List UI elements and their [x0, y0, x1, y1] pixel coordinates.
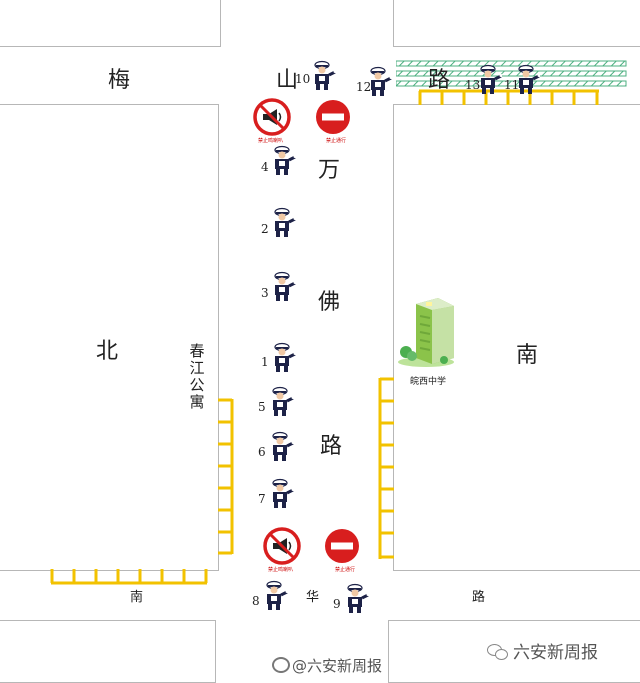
label-chunjiang-apartment: 春江公寓	[189, 342, 205, 411]
block-top-left	[0, 0, 221, 47]
label-north: 北	[96, 339, 119, 364]
no-entry-sign-bottom	[323, 527, 361, 565]
wechat-icon	[487, 644, 509, 660]
block-bottom-left	[0, 620, 216, 683]
label-meishan-mei: 梅	[108, 68, 131, 93]
traffic-officer-12-icon	[366, 66, 392, 96]
no-entry-caption-bottom: 禁止通行	[335, 567, 356, 573]
label-nanhua-hua: 华	[306, 590, 320, 605]
wechat-account: 六安新周报	[513, 643, 598, 663]
no-horn-caption-bottom: 禁止鸣喇叭	[268, 567, 294, 573]
weibo-handle: @六安新周报	[292, 657, 383, 675]
traffic-officer-3-icon	[270, 271, 296, 301]
label-nanhua-nan: 南	[130, 590, 144, 605]
label-wanfo-lu: 路	[320, 434, 343, 459]
parking-left-vertical	[218, 398, 234, 555]
traffic-officer-11-icon	[514, 64, 540, 94]
no-horn-sign-bottom	[263, 527, 301, 565]
weibo-icon	[272, 657, 290, 673]
traffic-officer-5-icon	[268, 386, 294, 416]
traffic-officer-8-icon	[262, 580, 288, 610]
label-meishan-lu: 路	[428, 68, 451, 93]
officer-number-7: 7	[258, 492, 266, 506]
traffic-officer-13-icon	[476, 64, 502, 94]
school-building-icon	[398, 298, 454, 367]
officer-number-4: 4	[261, 160, 269, 174]
label-nanhua-lu: 路	[472, 590, 486, 605]
no-horn-caption-top: 禁止鸣喇叭	[258, 138, 284, 144]
officer-number-2: 2	[261, 222, 269, 236]
traffic-officer-7-icon	[268, 478, 294, 508]
officer-number-8: 8	[252, 594, 260, 608]
green-barrier	[396, 60, 627, 87]
no-entry-caption-top: 禁止通行	[326, 138, 347, 144]
officer-number-6: 6	[258, 445, 266, 459]
label-wanfo-fo: 佛	[318, 290, 341, 315]
officer-number-3: 3	[261, 286, 269, 300]
label-south: 南	[516, 343, 539, 368]
block-top-right	[393, 0, 640, 47]
traffic-officer-2-icon	[270, 207, 296, 237]
block-bottom-right	[388, 620, 640, 683]
label-wanxi-school: 皖西中学	[410, 377, 447, 387]
traffic-officer-4-icon	[270, 145, 296, 175]
officer-number-11: 11	[504, 78, 520, 92]
label-wanfo-wan: 万	[318, 158, 341, 183]
parking-right-vertical	[378, 377, 394, 559]
officer-number-12: 12	[356, 80, 372, 94]
no-entry-sign-top	[314, 98, 352, 136]
wechat-watermark: 六安新周报	[487, 638, 598, 663]
weibo-watermark: @六安新周报	[272, 655, 382, 676]
officer-number-13: 13	[465, 78, 481, 92]
block-mid-left	[0, 104, 219, 571]
officer-number-5: 5	[258, 400, 266, 414]
parking-bottom-left	[50, 569, 208, 585]
traffic-officer-6-icon	[268, 431, 294, 461]
traffic-officer-10-icon	[310, 60, 336, 90]
label-meishan-shan: 山	[276, 68, 299, 93]
officer-number-10: 10	[295, 72, 311, 86]
officer-number-1: 1	[261, 355, 269, 369]
no-horn-sign-top	[253, 98, 291, 136]
traffic-officer-9-icon	[343, 583, 369, 613]
officer-number-9: 9	[333, 597, 341, 611]
traffic-officer-1-icon	[270, 342, 296, 372]
